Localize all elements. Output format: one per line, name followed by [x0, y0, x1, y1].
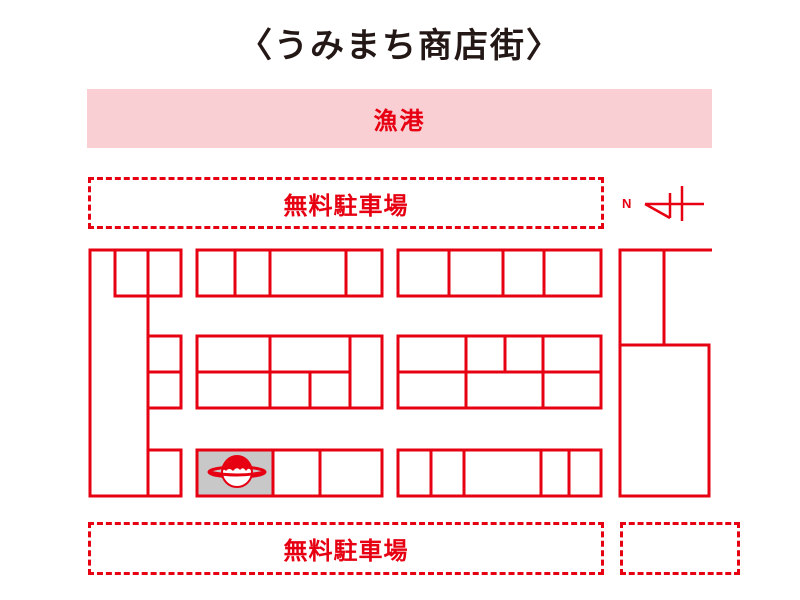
shop[interactable] — [567, 448, 603, 498]
shop[interactable] — [113, 248, 150, 298]
free-parking-top[interactable]: 無料駐車場 — [88, 177, 604, 229]
shop[interactable] — [464, 334, 507, 374]
shop[interactable] — [308, 370, 352, 410]
shop[interactable] — [146, 370, 183, 410]
shop[interactable] — [268, 248, 348, 298]
block-2 — [195, 248, 384, 498]
shop[interactable] — [541, 334, 603, 374]
block-right — [618, 248, 712, 498]
shop[interactable] — [429, 448, 466, 498]
shop[interactable] — [501, 248, 546, 298]
shop[interactable] — [618, 343, 711, 498]
compass-north-label: N — [622, 196, 632, 211]
shop[interactable] — [541, 370, 603, 410]
shop[interactable] — [396, 334, 468, 374]
free-parking-bottom[interactable]: 無料駐車場 — [88, 522, 604, 575]
free-parking-bottom-right[interactable] — [620, 522, 740, 575]
fishing-port-area: 漁港 — [87, 89, 712, 148]
shop[interactable] — [464, 370, 545, 410]
shop[interactable] — [146, 448, 183, 498]
shop[interactable] — [195, 370, 272, 410]
shop[interactable] — [318, 448, 384, 498]
shop[interactable] — [447, 248, 505, 298]
shop[interactable] — [542, 248, 603, 298]
block-3 — [396, 248, 603, 498]
block-left — [88, 248, 183, 498]
shop[interactable] — [146, 248, 183, 298]
fishing-port-label: 漁港 — [373, 107, 426, 135]
shop[interactable] — [344, 248, 384, 298]
shop[interactable] — [462, 448, 543, 498]
shop[interactable] — [271, 448, 322, 498]
shop[interactable] — [268, 334, 352, 374]
free-parking-top-label: 無料駐車場 — [283, 191, 409, 220]
shop[interactable] — [195, 334, 272, 374]
shop[interactable] — [233, 248, 272, 298]
shop[interactable] — [396, 370, 468, 410]
free-parking-bottom-label: 無料駐車場 — [283, 537, 409, 565]
shop[interactable] — [268, 370, 312, 410]
shop[interactable] — [396, 448, 433, 498]
shop[interactable] — [146, 334, 183, 374]
planet-icon[interactable] — [207, 455, 267, 488]
shop[interactable] — [195, 248, 237, 298]
compass-icon — [644, 186, 704, 221]
shop[interactable] — [396, 248, 451, 298]
shop[interactable] — [539, 448, 571, 498]
shop[interactable] — [503, 334, 545, 374]
shop[interactable] — [348, 334, 384, 410]
map-title: 〈うみまち商店街〉 — [238, 26, 562, 66]
